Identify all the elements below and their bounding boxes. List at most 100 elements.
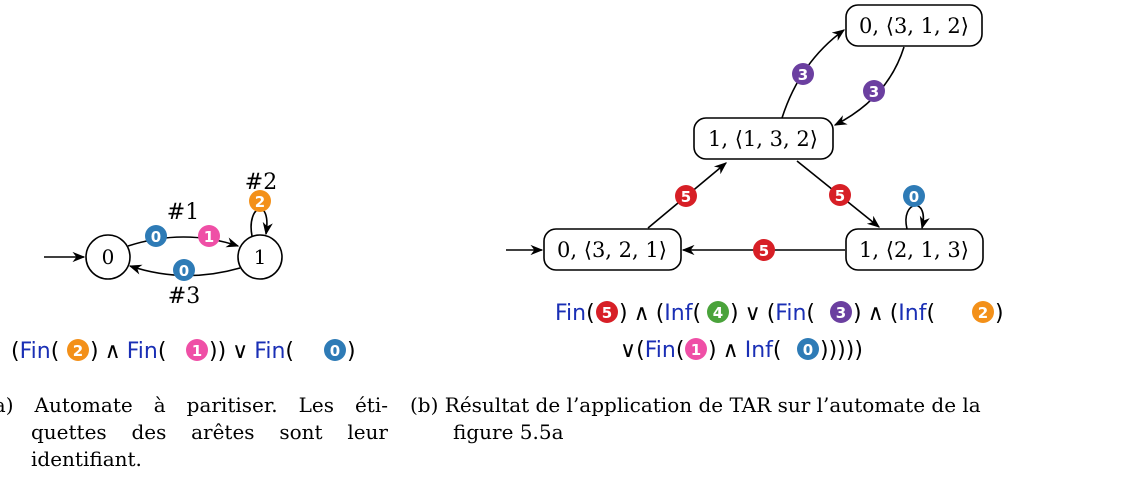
mark-0-badge — [145, 225, 167, 247]
mark-0-digit-lower: 0 — [179, 262, 189, 280]
formula-mark-0-digit: 0 — [330, 342, 340, 360]
edge-label-3: #3 — [168, 284, 200, 309]
mark-5-digit-bottom: 5 — [759, 242, 769, 260]
acceptance-formula-b: Fin( 5 )∧(Inf( 4 )∨(Fin( 3 )∧(Inf( 2 ) ∨… — [555, 301, 1004, 363]
paren-open: ( — [158, 339, 167, 364]
paren-open: ( — [767, 301, 776, 326]
formula-mark-0-digit: 0 — [803, 341, 813, 359]
mark-2-digit: 2 — [255, 193, 265, 211]
formula-mark-1-digit: 1 — [192, 342, 202, 360]
caption-word: sont — [279, 420, 323, 444]
formula-mark-0 — [797, 338, 819, 360]
state-left-label: 0, ⟨3, 2, 1⟩ — [557, 238, 667, 262]
caption-b-line-2: figure 5.5a — [453, 420, 564, 444]
mark-1-digit: 1 — [204, 228, 214, 246]
or-operator: ∨ — [745, 301, 761, 326]
formula-mark-2 — [972, 301, 994, 323]
state-right-label: 1, ⟨2, 1, 3⟩ — [859, 238, 969, 262]
svg-text:))))): ))))) — [820, 338, 863, 363]
fin-keyword: Fin — [127, 339, 158, 364]
caption-word: éti- — [354, 393, 388, 417]
svg-text:))∨Fin(: ))∨Fin( — [209, 339, 294, 364]
paren-open: ( — [926, 301, 935, 326]
state-1-label: 1 — [254, 245, 267, 269]
figure-b: 0, ⟨3, 1, 2⟩ 1, ⟨1, 3, 2⟩ 0, ⟨3, 2, 1⟩ 1… — [506, 4, 1004, 363]
mark-0-digit-loop: 0 — [909, 188, 919, 206]
state-left-box — [543, 228, 682, 271]
caption-a: (a) Automate à paritiser. Les éti- quett… — [0, 392, 388, 473]
svg-text:∨(Fin(: ∨(Fin( — [620, 338, 684, 363]
edge-right-self-loop — [905, 204, 930, 230]
edge-2-self-loop — [250, 208, 273, 237]
and-operator: ∧ — [634, 301, 650, 326]
formula-mark-3 — [830, 301, 852, 323]
state-right-box — [845, 228, 984, 271]
fin-keyword: Fin — [20, 339, 51, 364]
paren-open: ( — [773, 338, 782, 363]
paren-open: ( — [676, 338, 685, 363]
svg-text:Fin(: Fin( — [555, 301, 595, 326]
inf-keyword: Inf — [898, 301, 927, 326]
paren-close: ) — [708, 338, 717, 363]
paren-close: )) — [209, 339, 226, 364]
formula-mark-4-digit: 4 — [713, 304, 723, 322]
paren-open: ( — [890, 301, 899, 326]
svg-text:)∨(Fin(: )∨(Fin( — [730, 301, 815, 326]
state-mid-label: 1, ⟨1, 3, 2⟩ — [708, 127, 818, 151]
caption-word: Automate — [34, 393, 133, 417]
formula-mark-5 — [596, 301, 618, 323]
svg-text:)∧(Inf(: )∧(Inf( — [619, 301, 701, 326]
mark-5-badge-bottom — [753, 239, 775, 261]
caption-a-line-3: identifiant. — [31, 447, 142, 471]
state-mid-box — [693, 117, 834, 160]
fin-keyword: Fin — [254, 339, 285, 364]
mark-3-badge-down — [863, 80, 885, 102]
state-top-label: 0, ⟨3, 1, 2⟩ — [859, 14, 969, 38]
and-operator: ∧ — [868, 301, 884, 326]
caption-a-line-2: quettes des arêtes sont leur — [0, 419, 388, 446]
caption-word: paritiser. — [186, 393, 278, 417]
paren-close: ) — [90, 339, 99, 364]
state-0-node — [85, 234, 131, 280]
paren-open: ( — [636, 338, 645, 363]
svg-text:(Fin(: (Fin( — [11, 339, 59, 364]
caption-b-line-1: (b) Résultat de l’application de TAR sur… — [410, 393, 981, 417]
formula-mark-0 — [324, 339, 346, 361]
figure-a: 0 1 #1 0 1 0 #3 #2 2 (Fin( 2 )∧Fin( — [11, 170, 356, 364]
caption-word: des — [131, 420, 167, 444]
fin-keyword: Fin — [775, 301, 806, 326]
paren-close: ) — [730, 301, 739, 326]
svg-text:)∧Fin(: )∧Fin( — [90, 339, 166, 364]
paren-close: ) — [347, 339, 356, 364]
caption-b: (b) Résultat de l’application de TAR sur… — [410, 392, 1110, 446]
formula-mark-5-digit: 5 — [602, 304, 612, 322]
svg-text:): ) — [347, 339, 356, 364]
fin-keyword: Fin — [555, 301, 586, 326]
caption-word: quettes — [31, 420, 107, 444]
mark-3-digit-down: 3 — [869, 83, 879, 101]
or-operator: ∨ — [232, 339, 248, 364]
state-0-label: 0 — [102, 245, 115, 269]
paren-open: ( — [51, 339, 60, 364]
caption-word: arêtes — [191, 420, 255, 444]
and-operator: ∧ — [105, 339, 121, 364]
mark-3-digit-up: 3 — [798, 66, 808, 84]
fin-keyword: Fin — [645, 338, 676, 363]
mark-3-badge-up — [792, 63, 814, 85]
formula-mark-2-digit: 2 — [978, 304, 988, 322]
mark-1-badge — [198, 225, 220, 247]
mark-2-badge — [249, 190, 271, 212]
mark-5-digit-left: 5 — [681, 188, 691, 206]
svg-text:): ) — [995, 301, 1004, 326]
caption-word: Les — [298, 393, 334, 417]
mark-5-badge-left — [675, 185, 697, 207]
paren-open: ( — [586, 301, 595, 326]
paren-open: ( — [656, 301, 665, 326]
state-top-box — [845, 4, 983, 47]
caption-word: (a) — [0, 393, 14, 417]
mark-5-badge-right — [829, 184, 851, 206]
or-operator: ∨ — [620, 338, 636, 363]
caption-word: à — [153, 393, 166, 417]
paren-close: ) — [995, 301, 1004, 326]
